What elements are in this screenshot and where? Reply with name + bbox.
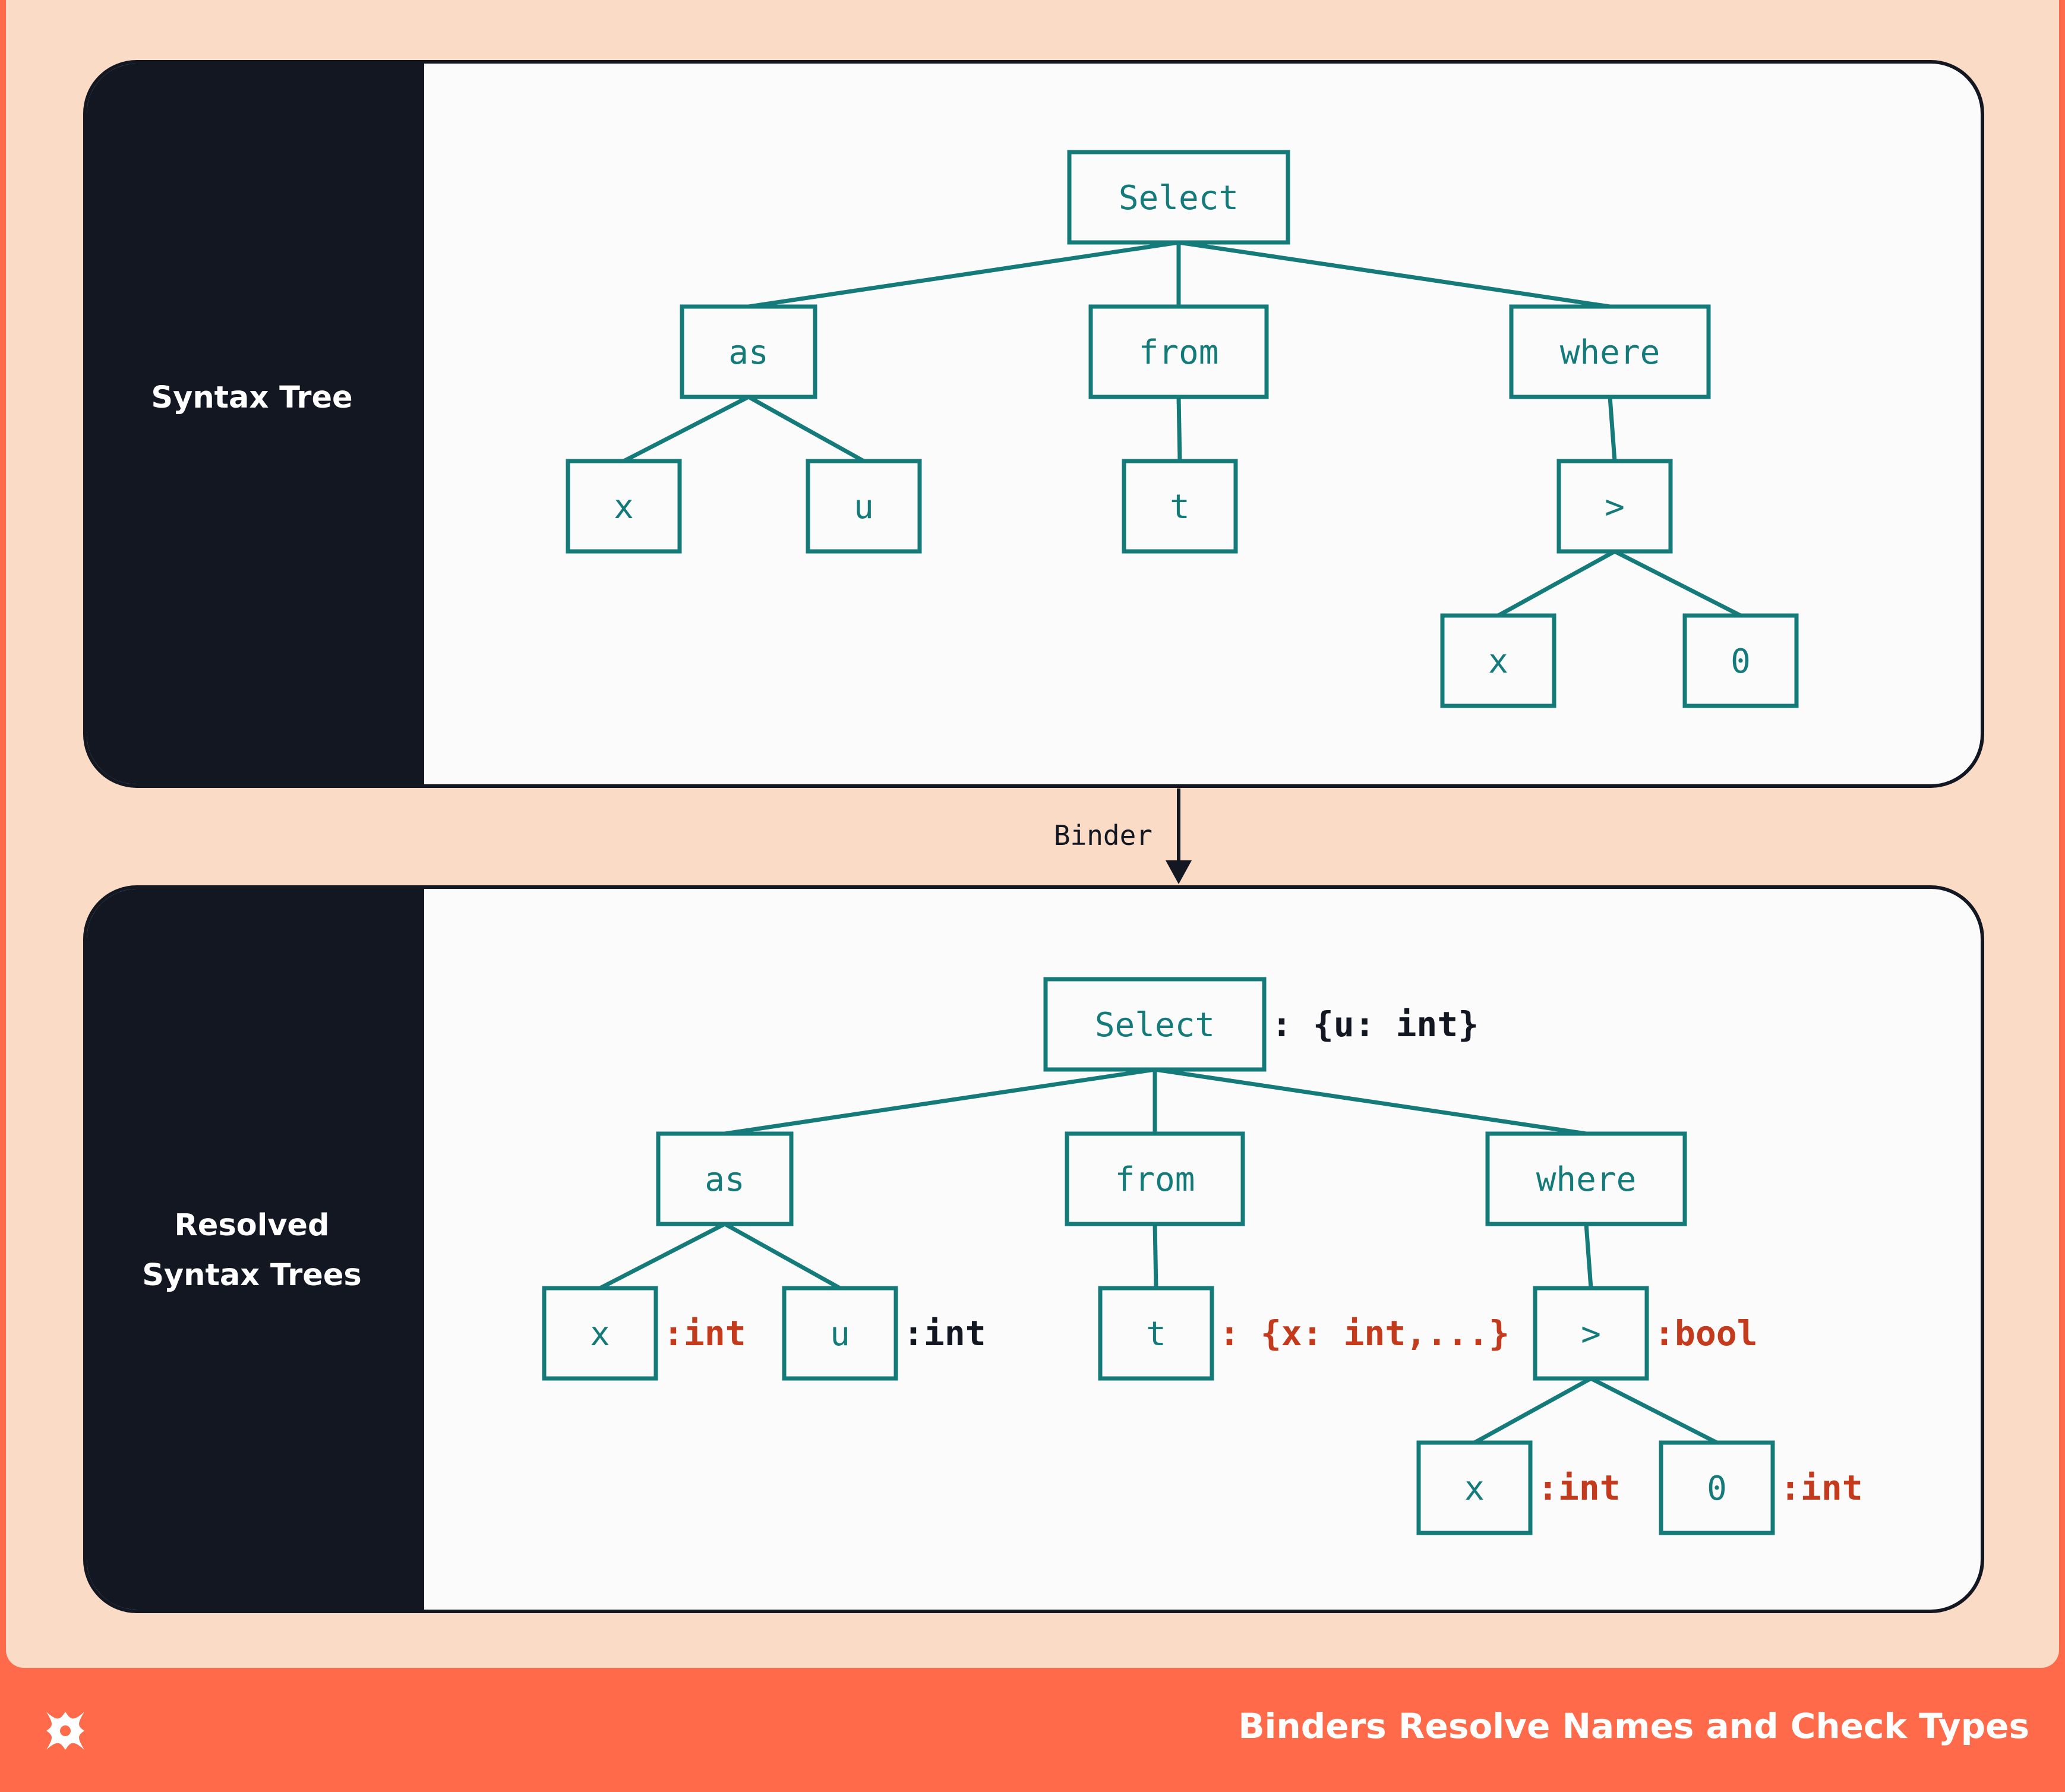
- tree-node-from-label: from: [1139, 333, 1219, 372]
- resolved-tree-node-from: [1065, 1131, 1245, 1226]
- resolved-tree-node-select-label: Select: [1095, 1006, 1215, 1045]
- resolved-tree-node-x: [1416, 1440, 1533, 1535]
- resolved-tree-node-x-label: x: [1464, 1469, 1485, 1508]
- type-annotation: :int: [1537, 1468, 1621, 1508]
- resolved-tree-node-t: [1098, 1286, 1214, 1381]
- tree-edge: [747, 395, 865, 463]
- resolved-syntax-trees-sidebar: [87, 889, 424, 1610]
- type-annotation: :int: [1780, 1468, 1863, 1508]
- tree-node-from: [1088, 304, 1269, 399]
- resolved-tree-node-where-label: where: [1536, 1160, 1637, 1199]
- type-annotation: :bool: [1654, 1313, 1758, 1354]
- tree-edge: [623, 395, 750, 463]
- resolved-tree-node-as: [656, 1131, 794, 1226]
- syntax-tree-label-line: Syntax Tree: [151, 380, 353, 415]
- tree-node-t-label: t: [1170, 488, 1190, 526]
- resolved-tree-edge: [1584, 1223, 1593, 1289]
- resolved-tree-node-zero-label: 0: [1707, 1469, 1727, 1508]
- tree-edge: [1497, 549, 1616, 618]
- syntax-tree-panel: [83, 60, 1984, 788]
- resolved-tree-node-t-label: t: [1146, 1315, 1166, 1354]
- tree-node-zero: [1682, 613, 1799, 708]
- resolved-tree-node-where: [1485, 1131, 1687, 1226]
- binder-arrow-head: [1166, 860, 1192, 884]
- resolved-tree-node-x: [542, 1286, 658, 1381]
- tree-node-u: [806, 459, 922, 554]
- tree-edge: [1178, 240, 1611, 309]
- resolved-tree-node-gt: [1533, 1286, 1649, 1381]
- type-annotation: : {u: int}: [1271, 1004, 1479, 1045]
- tree-node-where-label: where: [1560, 333, 1660, 372]
- binder-label: Binder: [1054, 819, 1153, 851]
- resolved-tree-edge: [1590, 1376, 1718, 1445]
- tree-edge: [1176, 396, 1182, 462]
- tree-node-u-label: u: [854, 488, 874, 526]
- resolved-tree-node-x-label: x: [590, 1315, 610, 1354]
- resolved-tree-node-select: [1043, 977, 1267, 1072]
- resolved-tree-edge: [1154, 1067, 1587, 1136]
- logo-icon: [46, 1712, 84, 1750]
- resolved-tree-node-u-label: u: [830, 1315, 850, 1354]
- resolved-tree-edge: [599, 1222, 726, 1291]
- tree-node-where: [1509, 304, 1711, 399]
- tree-edge: [748, 240, 1179, 309]
- tree-node-zero-label: 0: [1731, 642, 1751, 681]
- tree-node-as: [680, 304, 817, 399]
- resolved-tree-edge: [1153, 1223, 1158, 1289]
- tree-node-gt-label: >: [1605, 488, 1625, 526]
- tree-node-t: [1122, 459, 1238, 554]
- tree-node-select-label: Select: [1119, 179, 1239, 217]
- tree-edge: [1614, 549, 1742, 618]
- tree-node-x: [1440, 613, 1556, 708]
- resolved-tree-edge: [1473, 1376, 1592, 1445]
- resolved-tree-edge: [724, 1222, 841, 1291]
- footer-title: Binders Resolve Names and Check Types: [1238, 1706, 2029, 1746]
- resolved-label-line-2: Syntax Trees: [142, 1258, 362, 1293]
- resolved-tree-node-from-label: from: [1115, 1160, 1195, 1199]
- type-annotation: :int: [663, 1313, 746, 1354]
- resolved-tree-node-as-label: as: [705, 1160, 744, 1199]
- resolved-label-line-1: Resolved: [174, 1208, 330, 1243]
- resolved-tree-node-zero: [1659, 1440, 1775, 1535]
- tree-node-as-label: as: [728, 333, 768, 372]
- resolved-tree-edge: [724, 1067, 1155, 1136]
- tree-node-x-label: x: [1488, 642, 1508, 681]
- type-annotation: :int: [903, 1313, 986, 1354]
- resolved-tree-node-u: [782, 1286, 898, 1381]
- type-annotation: : {x: int,...}: [1219, 1313, 1510, 1354]
- resolved-tree-node-gt-label: >: [1581, 1315, 1601, 1354]
- tree-edge: [1608, 396, 1617, 462]
- resolved-syntax-trees-label: Resolved Syntax Trees: [83, 1201, 421, 1301]
- tree-node-x-label: x: [614, 488, 634, 526]
- tree-node-select: [1067, 150, 1290, 245]
- syntax-tree-label: Syntax Tree: [83, 373, 421, 423]
- syntax-tree-sidebar: [87, 64, 424, 784]
- tree-node-gt: [1556, 459, 1673, 554]
- tree-node-x: [566, 459, 682, 554]
